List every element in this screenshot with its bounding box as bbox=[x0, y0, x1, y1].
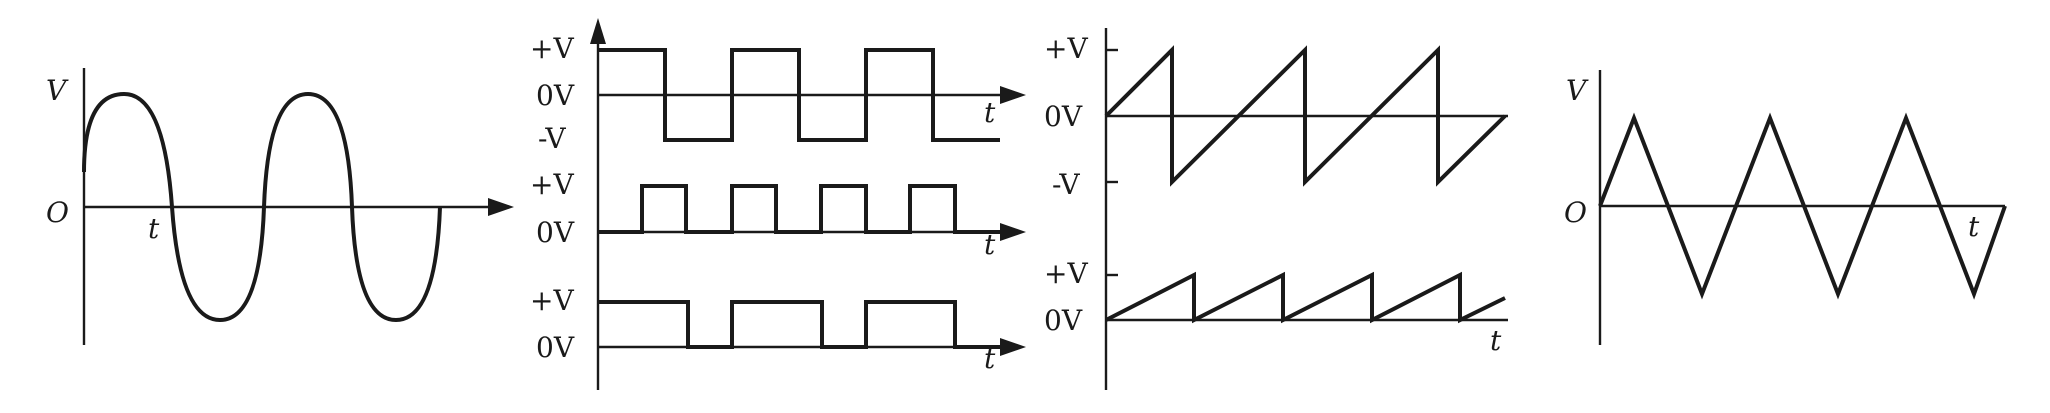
sawtooth-panel: +V 0V -V +V 0V t bbox=[1044, 28, 1508, 390]
sine-origin-label: O bbox=[46, 196, 69, 229]
square-panel: +V 0V -V t +V 0V t +V 0V t bbox=[530, 18, 1026, 390]
sawtooth-wave2-mid-label: 0V bbox=[1044, 304, 1083, 337]
triangle-origin-label: O bbox=[1564, 196, 1587, 229]
triangle-trace bbox=[1598, 112, 2007, 300]
sawtooth-wave2-t-label: t bbox=[1490, 324, 1502, 357]
sine-trace bbox=[82, 91, 442, 323]
square-wave-unipolar: +V 0V t bbox=[530, 284, 1026, 375]
sawtooth-wave2-trace bbox=[1105, 271, 1506, 324]
sine-panel: V O t bbox=[46, 68, 514, 345]
square-wave1-bottom-label: -V bbox=[538, 122, 566, 155]
sawtooth-wave-unipolar: +V 0V t bbox=[1044, 257, 1508, 357]
square-wave1-arrow bbox=[1000, 86, 1026, 104]
sine-y-label: V bbox=[46, 74, 69, 107]
square-wave1-mid-label: 0V bbox=[536, 79, 575, 112]
sawtooth-wave-bipolar: +V 0V -V bbox=[1044, 32, 1508, 201]
square-wave3-top-label: +V bbox=[530, 284, 574, 317]
sine-x-arrow bbox=[488, 198, 514, 216]
sawtooth-wave1-mid-label: 0V bbox=[1044, 100, 1083, 133]
triangle-panel: V O t bbox=[1564, 70, 2007, 345]
square-wave3-mid-label: 0V bbox=[536, 331, 575, 364]
square-wave1-trace bbox=[598, 48, 1000, 142]
square-wave3-arrow bbox=[1000, 338, 1026, 356]
square-wave-bipolar: +V 0V -V t bbox=[530, 32, 1026, 155]
square-wave2-top-label: +V bbox=[530, 168, 574, 201]
square-y-arrow bbox=[590, 18, 606, 44]
square-wave2-t-label: t bbox=[984, 228, 996, 261]
square-wave1-top-label: +V bbox=[530, 32, 574, 65]
sawtooth-wave1-bottom-label: -V bbox=[1052, 168, 1080, 201]
sawtooth-wave2-top-label: +V bbox=[1044, 257, 1088, 290]
sawtooth-wave1-top-label: +V bbox=[1044, 32, 1088, 65]
square-wave2-trace bbox=[598, 184, 1000, 234]
square-wave1-t-label: t bbox=[984, 96, 996, 129]
square-wave3-t-label: t bbox=[984, 342, 996, 375]
square-wave2-mid-label: 0V bbox=[536, 216, 575, 249]
square-wave2-arrow bbox=[1000, 223, 1026, 241]
square-wave-pulse: +V 0V t bbox=[530, 168, 1026, 261]
square-wave3-trace bbox=[598, 300, 1000, 349]
triangle-y-label: V bbox=[1566, 74, 1589, 107]
sine-t-label: t bbox=[148, 212, 160, 245]
sawtooth-wave1-trace bbox=[1104, 45, 1507, 187]
triangle-t-label: t bbox=[1968, 210, 1980, 243]
